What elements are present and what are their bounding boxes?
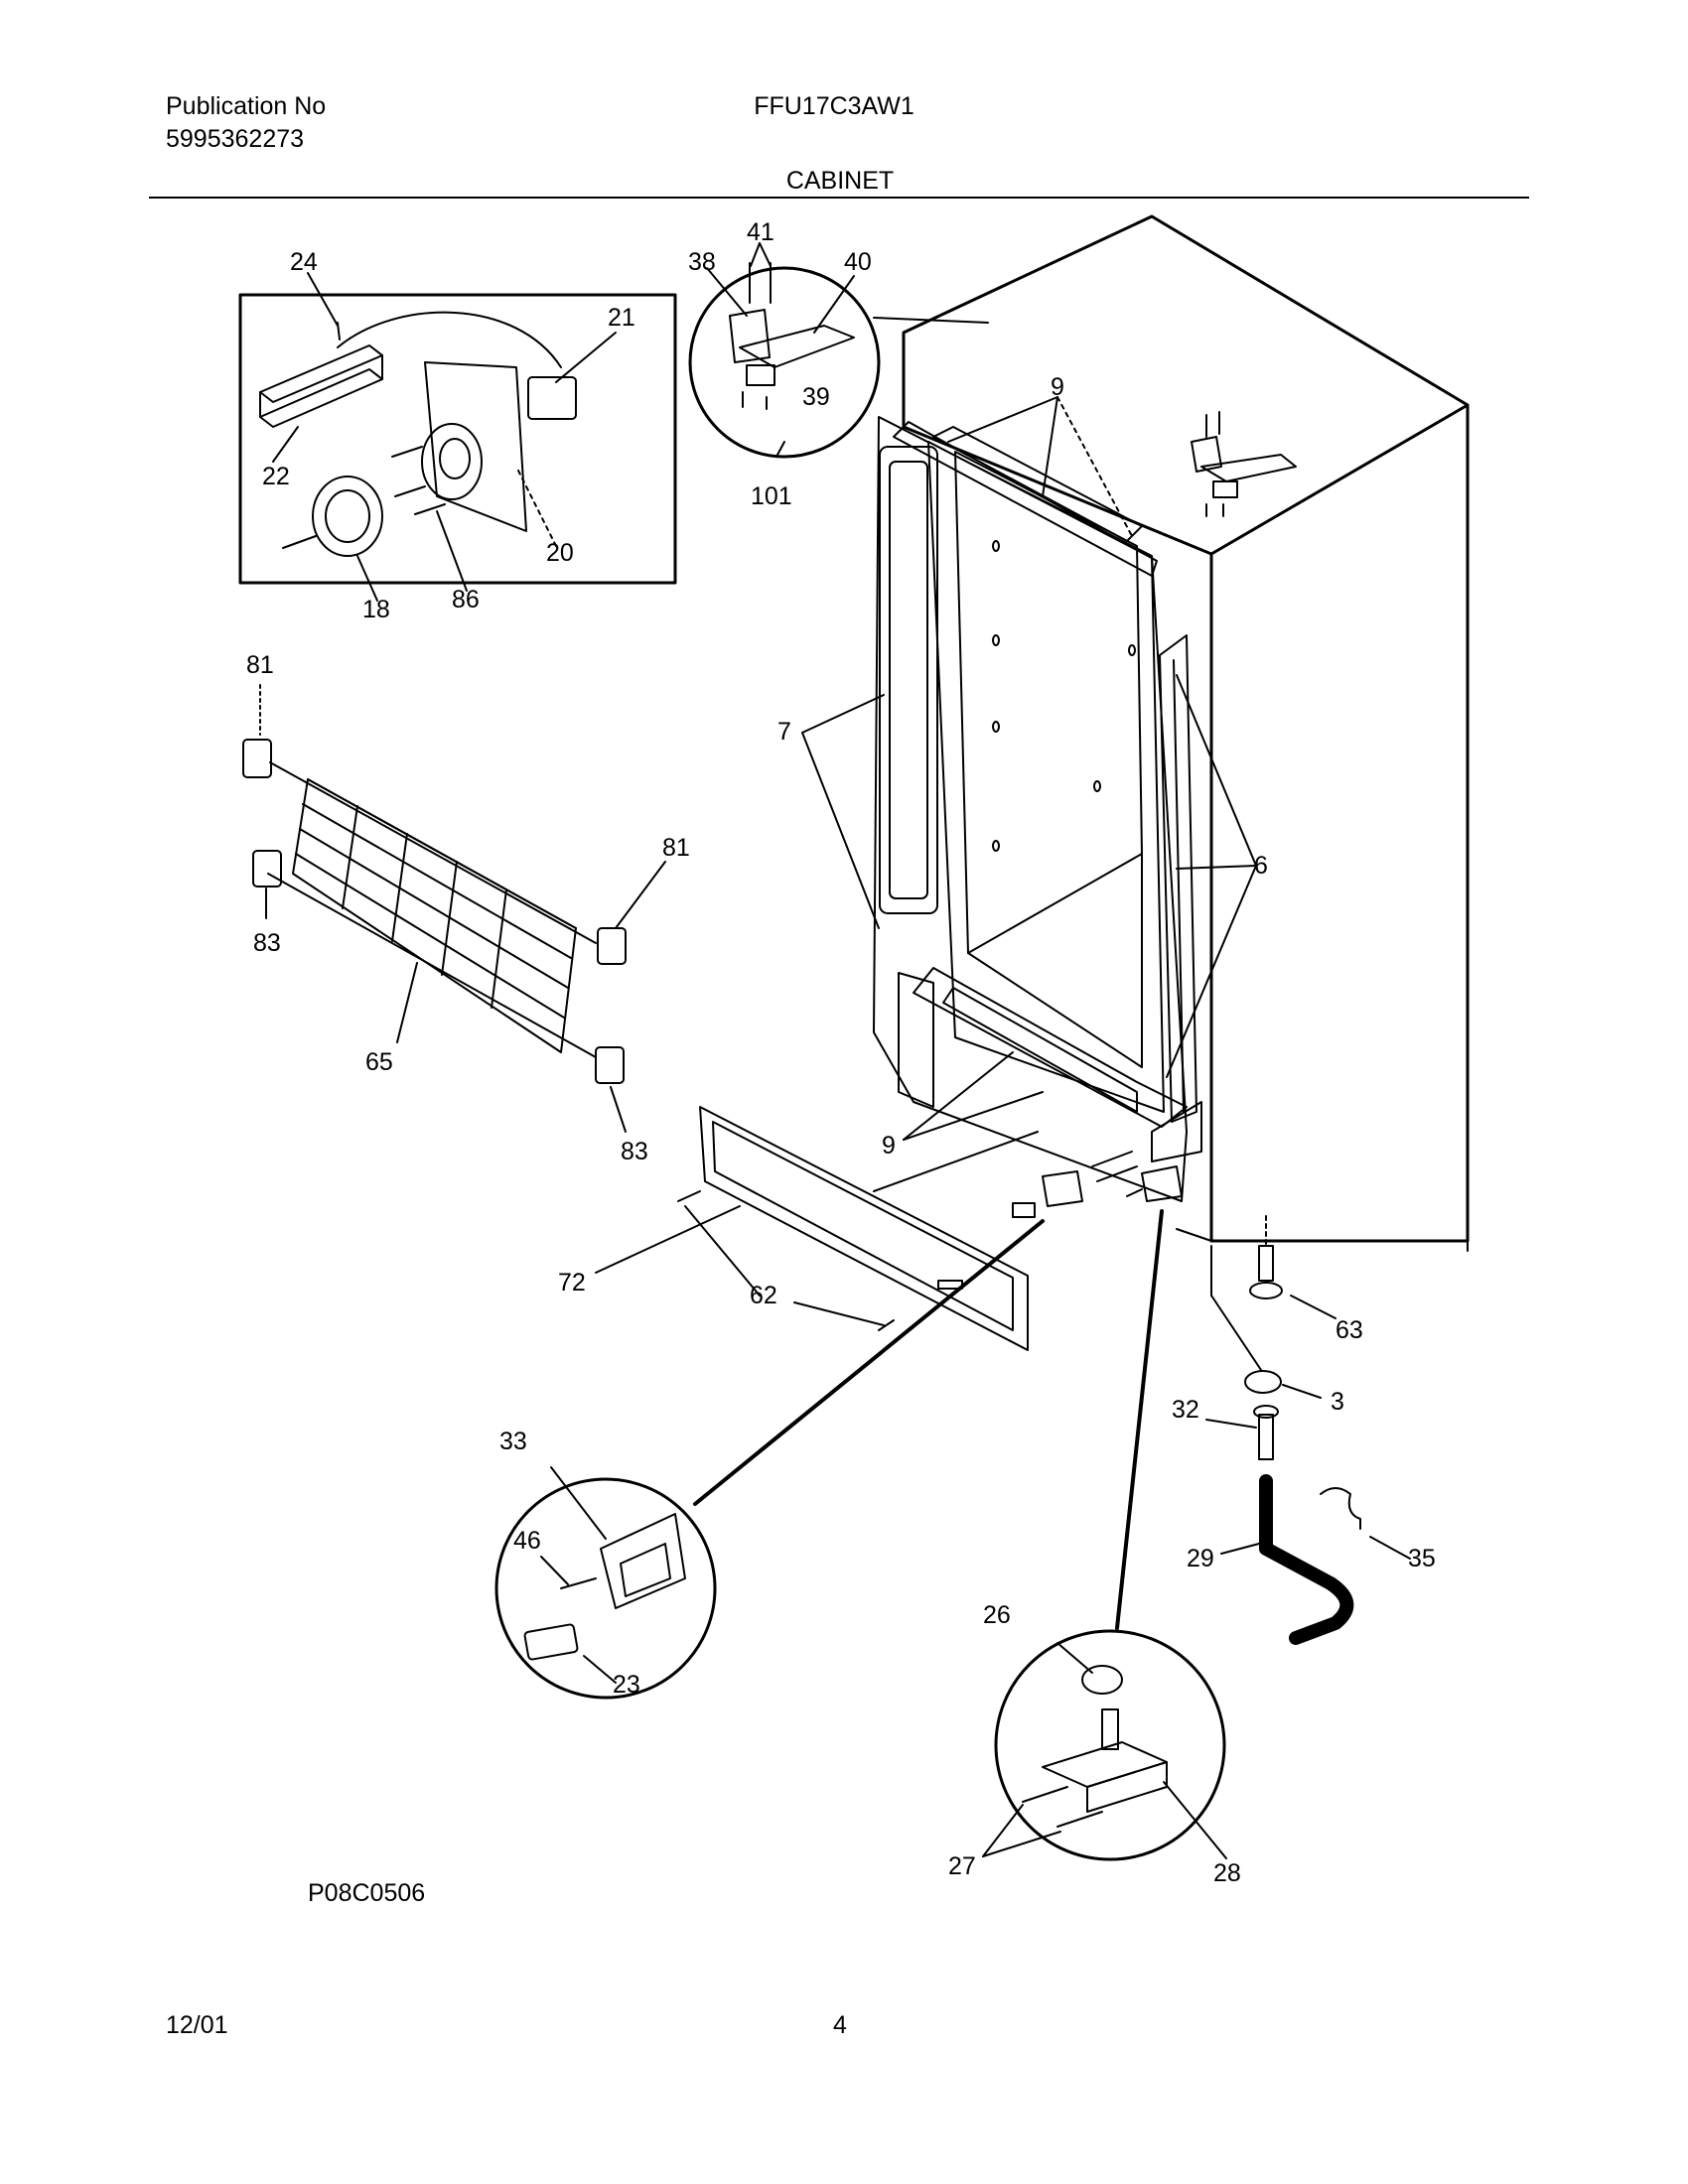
part-label: 83 [621,1138,648,1165]
part-label: 35 [1408,1545,1436,1572]
part-label: 62 [750,1282,777,1309]
part-label: 40 [844,248,872,276]
part-label: 24 [290,248,318,276]
part-label: 41 [747,218,774,246]
part-label: 3 [1331,1388,1344,1416]
part-label: 65 [365,1048,393,1076]
kick-plate [595,1106,1039,1351]
part-label: 39 [802,383,830,411]
part-label: 22 [262,463,290,490]
bottom-hinge-inset [982,1209,1227,1861]
cabinet-liner [873,416,1202,1202]
part-label: 18 [362,596,390,623]
part-label: 46 [513,1527,541,1555]
bottom-hardware [1012,1151,1336,1460]
part-label: 81 [662,834,690,862]
basket-shelf [242,684,666,1133]
page-number: 4 [833,2011,847,2039]
gasket-leaders [801,396,1257,1141]
part-label: 86 [452,586,480,614]
part-label: 81 [246,651,274,679]
part-label: 9 [1051,373,1064,401]
part-label: 38 [688,248,716,276]
part-label: 72 [558,1269,586,1297]
part-label: 20 [546,539,574,567]
part-label: 9 [882,1132,896,1160]
part-label: 26 [983,1601,1011,1629]
model-number: FFU17C3AW1 [754,92,914,120]
part-label: 101 [751,482,792,510]
hinge-inset [688,242,989,459]
part-label: 23 [613,1671,640,1699]
switch-inset [494,1219,1045,1700]
part-label: 6 [1254,852,1268,880]
part-label: 83 [253,929,281,957]
drain-tube [1259,1474,1354,1645]
publication-number: 5995362273 [166,125,305,153]
publication-label: Publication No [166,92,327,120]
part-label: 27 [948,1852,976,1880]
part-label: 28 [1213,1859,1241,1887]
part-label: 29 [1187,1545,1214,1572]
part-label: 21 [608,304,635,332]
section-title: CABINET [785,167,895,195]
part-label: 63 [1336,1316,1363,1344]
drain-clip [1320,1487,1361,1530]
part-label: 7 [777,718,791,746]
figure-code: P08C0506 [308,1879,426,1907]
header-rule [149,197,1529,199]
part-label: 32 [1172,1396,1199,1424]
part-labels: 24 21 22 20 18 86 38 41 40 39 101 9 81 7… [246,218,1436,1887]
footer-date: 12/01 [166,2011,228,2039]
top-hinge-assembly [1191,411,1297,517]
control-inset [238,272,677,602]
part-label: 33 [499,1428,527,1455]
